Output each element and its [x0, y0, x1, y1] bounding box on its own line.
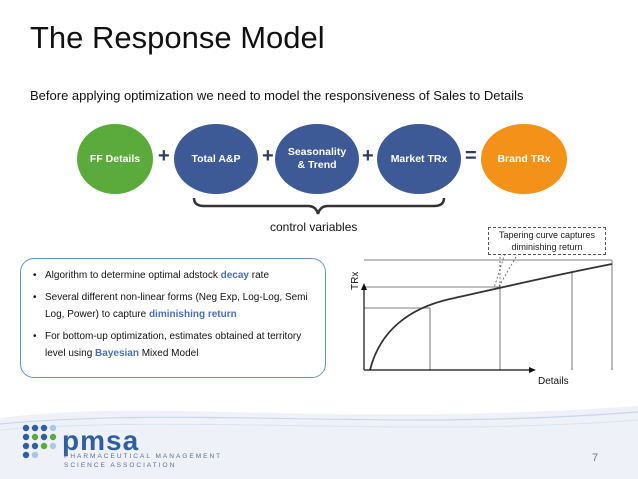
pmsa-logo-text: pmsa [62, 425, 140, 456]
node-brand-trx: Brand TRx [481, 124, 567, 194]
page-number: 7 [592, 452, 599, 464]
bullet-item: Algorithm to determine optimal adstock d… [31, 267, 317, 284]
x-axis-label: Details [538, 376, 569, 387]
plus-operator: + [158, 145, 170, 167]
response-curve [369, 263, 613, 371]
node-label: Seasonality & Trend [287, 146, 347, 171]
node-label: FF Details [89, 152, 141, 165]
plus-operator: + [362, 145, 374, 167]
callout-pointer-lines [493, 249, 521, 289]
pmsa-logo-icon [22, 424, 57, 459]
node-label: Total A&P [191, 152, 241, 165]
slide-title: The Response Model [30, 20, 325, 55]
curve-callout: Tapering curve captures diminishing retu… [488, 227, 606, 255]
equals-operator: = [465, 145, 477, 167]
grid-lines [364, 259, 613, 370]
bullet-box: Algorithm to determine optimal adstock d… [20, 258, 326, 378]
y-axis-label: TRx [350, 271, 361, 290]
node-market-trx: Market TRx [377, 124, 461, 194]
pmsa-logo-subtitle: PHARMACEUTICAL MANAGEMENT SCIENCE ASSOCI… [64, 453, 223, 469]
node-label: Brand TRx [497, 152, 551, 165]
control-variables-brace [192, 197, 446, 215]
plus-operator: + [262, 145, 274, 167]
node-total-ap: Total A&P [174, 124, 258, 194]
node-seasonality-trend: Seasonality & Trend [275, 124, 359, 194]
bullet-item: For bottom-up optimization, estimates ob… [31, 328, 317, 362]
highlight-text: diminishing return [148, 309, 237, 320]
node-ff-details: FF Details [77, 124, 153, 194]
bullet-item: Several different non-linear forms (Neg … [31, 289, 317, 323]
node-label: Market TRx [390, 152, 448, 165]
footer-wave [0, 406, 638, 479]
slide-subtitle: Before applying optimization we need to … [30, 88, 524, 103]
brace-label: control variables [270, 220, 358, 234]
highlight-text: decay [220, 270, 249, 281]
response-curve-diagram [361, 250, 613, 373]
highlight-text: Bayesian [95, 348, 139, 359]
